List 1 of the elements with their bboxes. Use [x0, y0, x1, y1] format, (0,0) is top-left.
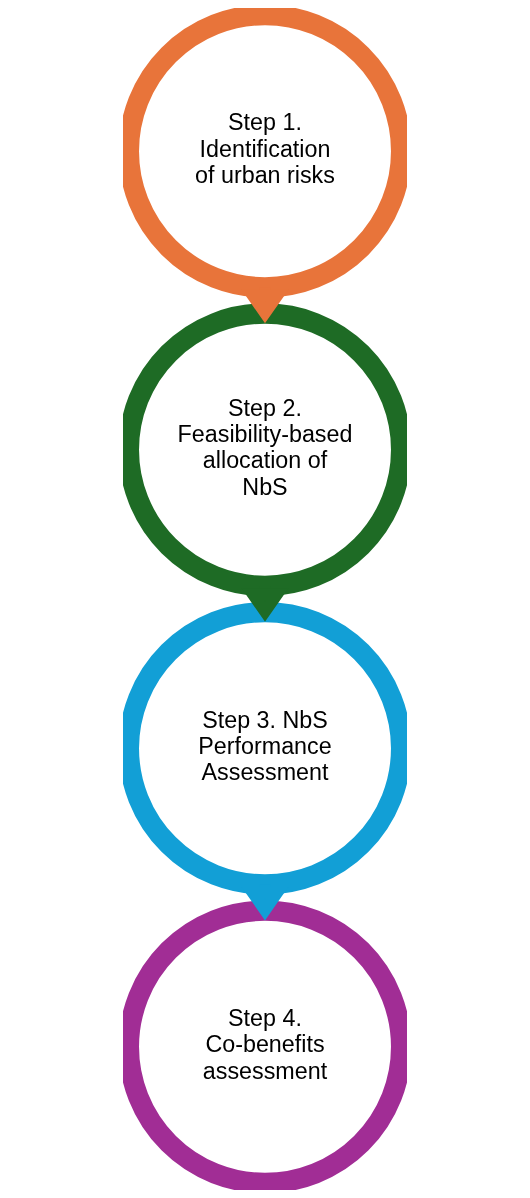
node-circle: Step 4. Co-benefits assessment	[123, 900, 407, 1190]
